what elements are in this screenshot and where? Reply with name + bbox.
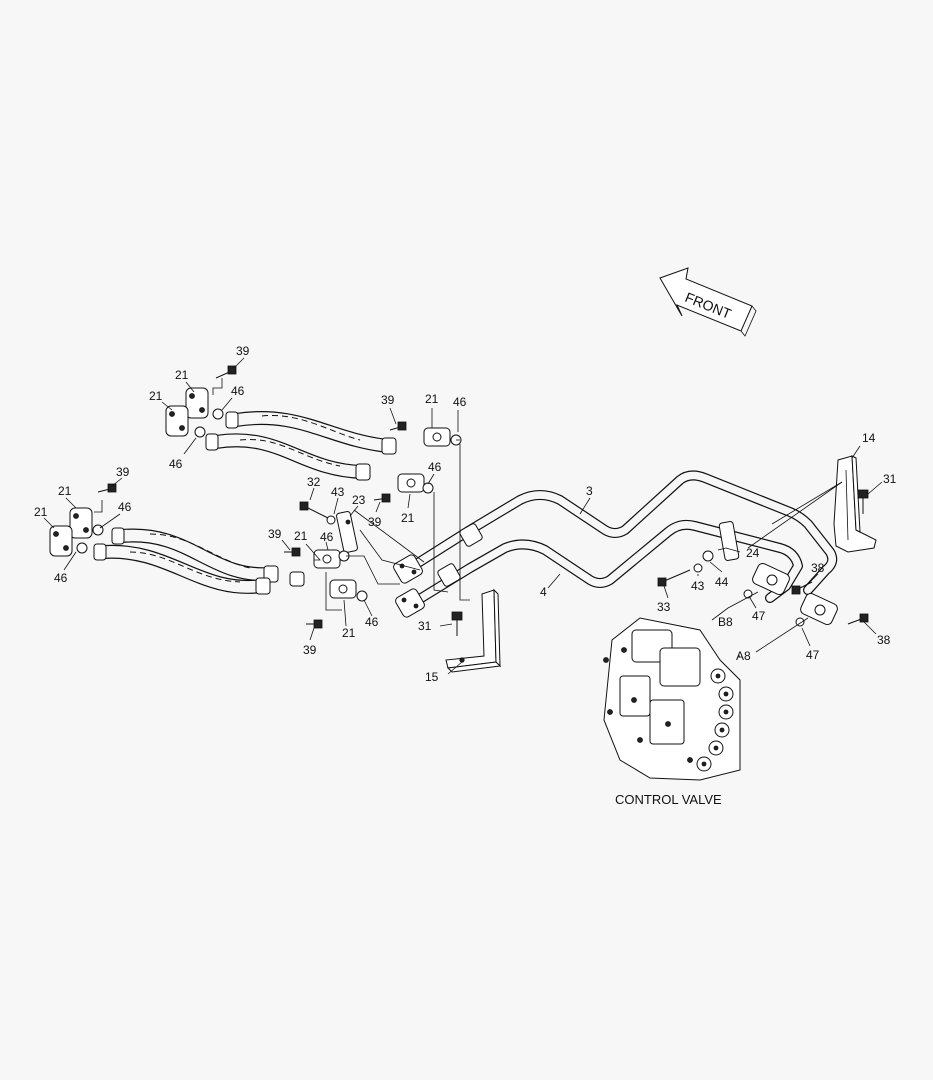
clamp-24: [718, 521, 740, 561]
split-flanges-lower-left: [49, 507, 104, 557]
callout-21: 21: [294, 529, 308, 543]
callout-31: 31: [883, 472, 897, 486]
callout-47: 47: [806, 648, 820, 662]
lower-hose-assembly: [93, 527, 279, 595]
callout-39: 39: [268, 527, 282, 541]
callout-44: 44: [715, 575, 729, 589]
front-direction-arrow: FRONT: [659, 267, 757, 337]
valve-port-flanges: [752, 562, 838, 626]
callout-38: 38: [811, 561, 825, 575]
callout-14: 14: [862, 431, 876, 445]
callout-46: 46: [118, 500, 132, 514]
callout-39: 39: [236, 344, 250, 358]
bracket-15: [445, 588, 502, 673]
control-valve: [603, 617, 741, 781]
callout-43: 43: [331, 485, 345, 499]
callout-46: 46: [365, 615, 379, 629]
callout-32: 32: [307, 475, 321, 489]
split-flanges-upper-left: [165, 387, 224, 438]
callout-46: 46: [231, 384, 245, 398]
callout-3: 3: [586, 484, 593, 498]
callout-21: 21: [58, 484, 72, 498]
callout-38: 38: [877, 633, 891, 647]
callout-23: 23: [352, 493, 366, 507]
callout-46: 46: [169, 457, 183, 471]
callout-21: 21: [149, 389, 163, 403]
callout-39: 39: [381, 393, 395, 407]
callout-43: 43: [691, 579, 705, 593]
callout-46: 46: [453, 395, 467, 409]
callout-a8: A8: [736, 649, 751, 663]
callout-15: 15: [425, 670, 439, 684]
callout-24: 24: [746, 546, 760, 560]
callout-39: 39: [303, 643, 317, 657]
callout-21: 21: [342, 626, 356, 640]
leader-lines: [43, 357, 883, 675]
control-valve-label: CONTROL VALVE: [615, 792, 722, 807]
callout-4: 4: [540, 585, 547, 599]
bolts: [97, 365, 869, 636]
clamp-23: [336, 511, 358, 553]
callout-47: 47: [752, 609, 766, 623]
pipe-3: [405, 470, 838, 595]
callouts: 39 21 21 46 46 39 21 46 46 21 39 21 21 4…: [34, 344, 897, 684]
callout-b8: B8: [718, 615, 733, 629]
callout-39: 39: [116, 465, 130, 479]
callout-46: 46: [320, 530, 334, 544]
callout-21: 21: [175, 368, 189, 382]
bracket-14: [833, 455, 877, 553]
pipe-end-flanges: [393, 523, 483, 618]
callout-21: 21: [401, 511, 415, 525]
callout-46: 46: [54, 571, 68, 585]
callout-39: 39: [368, 515, 382, 529]
callout-31: 31: [418, 619, 432, 633]
callout-33: 33: [657, 600, 671, 614]
callout-46: 46: [428, 460, 442, 474]
split-flanges-middle: [289, 427, 462, 602]
pipe-4: [413, 519, 803, 605]
callout-21: 21: [425, 392, 439, 406]
callout-21: 21: [34, 505, 48, 519]
upper-hose-assembly: [205, 410, 397, 481]
